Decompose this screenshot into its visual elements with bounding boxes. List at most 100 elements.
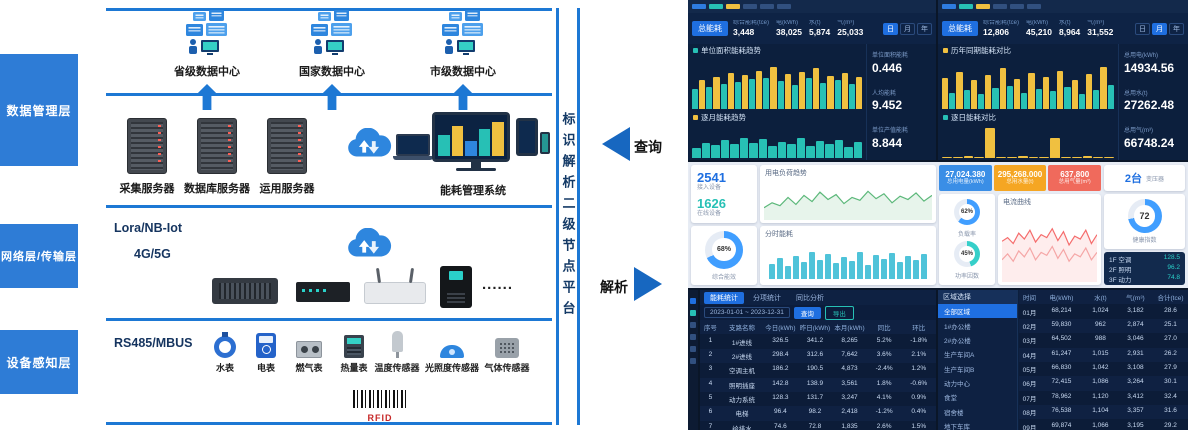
- heat-meter-icon: [344, 328, 364, 358]
- legend-swatch: [693, 48, 698, 53]
- tree-item[interactable]: 地下车库: [944, 424, 970, 430]
- laptop-icon: [393, 134, 433, 160]
- cell: 27.9: [1164, 364, 1177, 372]
- nav-chip[interactable]: [760, 4, 774, 9]
- bar: [1060, 156, 1071, 158]
- tab[interactable]: 同比分析: [796, 294, 824, 302]
- nav-chip[interactable]: [743, 4, 757, 9]
- cell: 69,874: [1051, 421, 1072, 429]
- nav-chip[interactable]: [777, 4, 791, 9]
- bar: [905, 256, 911, 279]
- nav-chip[interactable]: [959, 4, 973, 9]
- tree-item[interactable]: 生产车间A: [944, 352, 975, 360]
- provincial-datacenter: 省级数据中心: [165, 10, 249, 79]
- cell: 59,830: [1051, 320, 1072, 328]
- nav-chip[interactable]: [993, 4, 1007, 9]
- cell: -1.8%: [910, 336, 928, 344]
- date-range-input[interactable]: 2023-01-01 ~ 2023-12-31: [704, 307, 790, 318]
- server-cabinet-icon: [127, 118, 167, 174]
- range-toggle[interactable]: 日: [883, 22, 898, 35]
- tree-item[interactable]: 全部区域: [938, 304, 1017, 319]
- tree-item[interactable]: 宿舍楼: [944, 409, 964, 417]
- cell: 给排水: [732, 425, 752, 430]
- cell: 07月: [1022, 395, 1037, 403]
- nav-chip[interactable]: [709, 4, 723, 9]
- tree-item[interactable]: 动力中心: [944, 381, 970, 389]
- device-label: 气体传感器: [484, 363, 530, 373]
- bar: [815, 141, 824, 158]
- cloud-icon: [346, 127, 392, 160]
- nav-chip[interactable]: [690, 346, 696, 352]
- search-button[interactable]: 查询: [793, 306, 821, 319]
- nav-chip[interactable]: [690, 322, 696, 328]
- parse-arrow-icon: [634, 267, 662, 301]
- nav-chip[interactable]: [1027, 4, 1041, 9]
- panel-badge[interactable]: 总能耗: [942, 21, 978, 36]
- range-toggles: 日月年: [1135, 22, 1184, 35]
- range-toggle[interactable]: 年: [1169, 22, 1184, 35]
- cell: 06月: [1022, 381, 1037, 389]
- nav-chip[interactable]: [692, 4, 706, 9]
- gateway-rack-icon: [212, 278, 278, 304]
- daily-compare-bar-chart: [938, 124, 1118, 160]
- nav-chip[interactable]: [942, 4, 956, 9]
- panel-badge[interactable]: 总能耗: [692, 21, 728, 36]
- cell: 190.5: [806, 365, 824, 373]
- nav-chip[interactable]: [726, 4, 740, 9]
- tree-item[interactable]: 食堂: [944, 395, 957, 403]
- bar: [855, 76, 862, 109]
- range-toggle[interactable]: 年: [917, 22, 932, 35]
- tree-item[interactable]: 生产车间B: [944, 366, 975, 374]
- cell: 本月(kWh): [834, 325, 865, 333]
- bar: [999, 68, 1006, 109]
- rfid-tag: RFID: [344, 390, 416, 426]
- bar: [833, 263, 839, 279]
- tree-item[interactable]: 2#办公楼: [944, 337, 971, 345]
- range-toggle[interactable]: 日: [1135, 22, 1150, 35]
- cell: 128.3: [772, 394, 789, 402]
- tree-item[interactable]: 1#办公楼: [944, 323, 971, 331]
- bar: [1014, 78, 1021, 109]
- cell: -2.4%: [875, 365, 893, 373]
- range-toggle[interactable]: 月: [900, 22, 915, 35]
- nav-chip[interactable]: [1010, 4, 1024, 9]
- nav-chip[interactable]: [690, 298, 696, 304]
- bar: [1071, 157, 1082, 158]
- application-server-label: 运用服务器: [259, 183, 315, 195]
- tree-title: 区域选择: [938, 290, 1017, 304]
- bar: [730, 144, 739, 158]
- range-toggle[interactable]: 月: [1152, 22, 1167, 35]
- nav-chip[interactable]: [976, 4, 990, 9]
- bar: [739, 137, 748, 158]
- nav-chip[interactable]: [690, 310, 696, 316]
- nav-chip[interactable]: [690, 334, 696, 340]
- bar: [1107, 85, 1114, 109]
- monthly-bar-chart: [688, 124, 866, 160]
- export-button[interactable]: 导出: [824, 305, 854, 320]
- nav-chip[interactable]: [690, 358, 696, 364]
- tab[interactable]: 能耗统计: [704, 291, 744, 304]
- bar: [853, 142, 862, 158]
- tab[interactable]: 分项统计: [753, 294, 781, 302]
